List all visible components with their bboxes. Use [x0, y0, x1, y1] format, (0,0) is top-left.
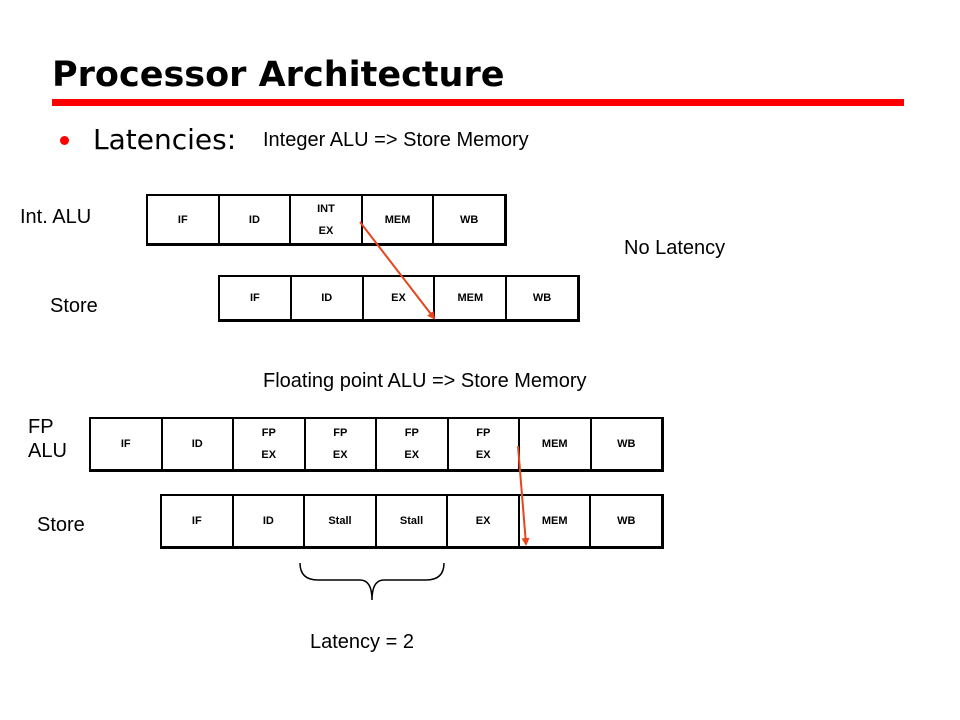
pipeline-stage: ID [289, 277, 362, 319]
pipeline-stage: IF [250, 292, 260, 304]
pipeline-stage: FP EX [446, 419, 519, 469]
pipeline-stage: FP EX [375, 419, 447, 469]
no-latency-note: No Latency [624, 237, 726, 259]
title-underline [52, 99, 904, 106]
store-pipeline-2: IF ID Stall Stall EX MEM WB [160, 494, 664, 549]
pipeline-stage: MEM [433, 277, 505, 319]
pipeline-stage: WB [432, 196, 504, 243]
pipeline-stage: Stall [303, 496, 375, 546]
pipeline-stage: IF [191, 515, 202, 527]
pipeline-stage: WB [589, 419, 662, 469]
pipeline-stage: MEM [360, 196, 433, 243]
pipeline-stage: IF [120, 438, 131, 450]
forwarding-arrow-int [359, 221, 436, 320]
pipeline-stage: ID [217, 196, 290, 243]
bullet-dot [60, 136, 69, 145]
section2-heading: Floating point ALU => Store Memory [263, 370, 587, 392]
bullet-latencies: Latencies: [93, 123, 237, 156]
latency-brace [299, 562, 445, 601]
pipeline-stage: IF [177, 213, 188, 226]
pipeline-stage: FP EX [232, 419, 304, 469]
pipeline-stage: FP EX [303, 419, 376, 469]
fp-alu-pipeline: IF ID FP EX FP EX FP EX FP EX MEM WB [89, 417, 664, 472]
pipeline-stage: WB [589, 496, 661, 546]
pipeline-stage: WB [505, 277, 577, 319]
pipeline-stage: MEM [517, 496, 590, 546]
slide-title: Processor Architecture [52, 55, 505, 95]
pipeline-stage: ID [231, 496, 304, 546]
store-label-1: Store [50, 295, 98, 317]
pipeline-stage: Stall [374, 496, 447, 546]
store-pipeline-1: IF ID EX MEM WB [218, 275, 580, 322]
pipeline-stage: INT EX [289, 196, 361, 243]
fp-alu-label: FP ALU [28, 416, 67, 462]
int-alu-pipeline: IF ID INT EX MEM WB [146, 194, 507, 246]
pipeline-stage: MEM [518, 419, 590, 469]
int-alu-label: Int. ALU [20, 206, 92, 228]
section1-heading: Integer ALU => Store Memory [263, 129, 529, 151]
forwarding-arrow-fp [517, 445, 530, 546]
pipeline-stage: EX [361, 277, 434, 319]
pipeline-stage: EX [446, 496, 518, 546]
latency-note: Latency = 2 [310, 631, 414, 653]
store-label-2: Store [37, 514, 85, 536]
pipeline-stage: ID [160, 419, 233, 469]
